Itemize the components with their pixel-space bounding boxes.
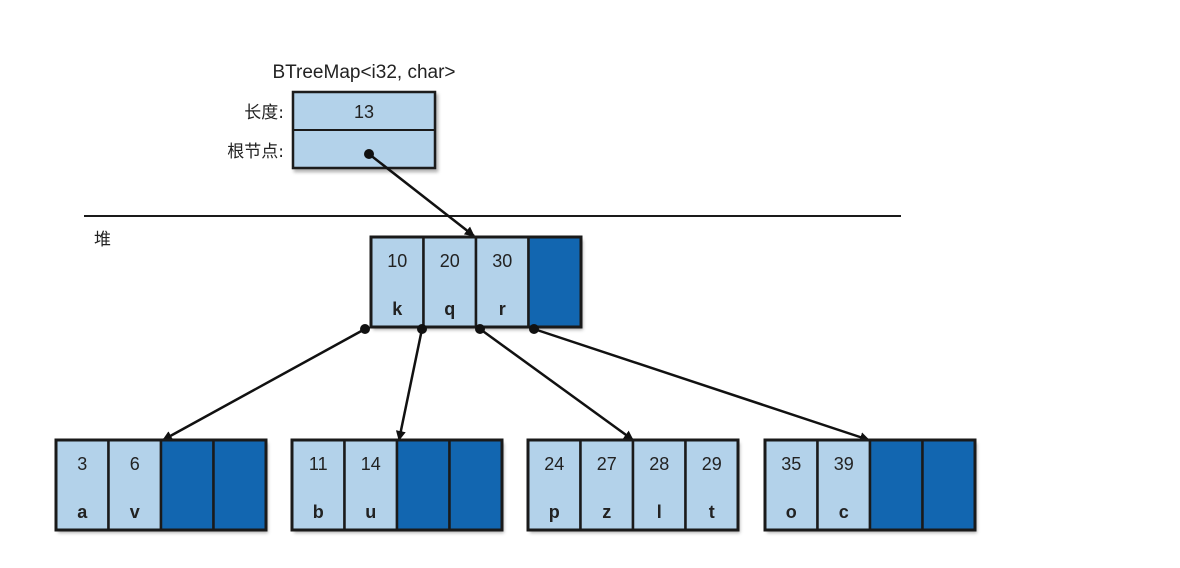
entry-value: a [77, 502, 88, 522]
leaf-nodes: 3 a 6 v 11 b 14 u 24 p 27 z 28 l 29 t 35 o 39 c [54, 438, 977, 532]
entry-value: q [444, 299, 455, 319]
leaf-node-entry-cell [763, 438, 819, 532]
leaf-node: 11 b 14 u [290, 438, 504, 532]
root-node-empty-slot [527, 235, 583, 329]
entry-value: z [602, 502, 611, 522]
length-label: 长度: [244, 103, 284, 123]
child-pointer-dot [475, 324, 485, 334]
leaf-node-border [526, 438, 740, 532]
entry-key: 6 [130, 454, 140, 474]
root-node: 10 k 20 q 30 r [369, 235, 583, 329]
leaf-node-empty-slot [448, 438, 504, 532]
entry-value: c [839, 502, 849, 522]
length-value: 13 [354, 102, 374, 122]
entry-key: 28 [649, 454, 669, 474]
entry-value: r [499, 299, 506, 319]
entry-key: 20 [440, 251, 460, 271]
root-node-entry-cell [369, 235, 425, 329]
leaf-node-empty-slot [921, 438, 977, 532]
root-node: 10 k 20 q 30 r [369, 235, 583, 329]
child-pointer-dot [529, 324, 539, 334]
leaf-node-entry-cell [816, 438, 872, 532]
entry-key: 10 [387, 251, 407, 271]
entry-value: b [313, 502, 324, 522]
entry-value: o [786, 502, 797, 522]
entry-value: k [392, 299, 403, 319]
entry-key: 11 [309, 454, 328, 474]
child-pointer-dot [360, 324, 370, 334]
entry-key: 35 [781, 454, 801, 474]
leaf-node-empty-slot [868, 438, 924, 532]
entry-value: t [709, 502, 715, 522]
entry-key: 14 [361, 454, 381, 474]
leaf-node-empty-slot [395, 438, 451, 532]
btreemap-struct: 长度: 13 根节点: [227, 90, 437, 170]
child-pointer-arrow [395, 328, 424, 441]
diagram-title: BTreeMap<i32, char> [272, 62, 455, 83]
heap-label: 堆 [94, 230, 111, 250]
child-pointer-arrow [162, 327, 366, 442]
leaf-node-empty-slot [212, 438, 268, 532]
entry-key: 29 [702, 454, 722, 474]
root-label: 根节点: [227, 142, 284, 162]
entry-key: 24 [544, 454, 564, 474]
entry-key: 39 [834, 454, 854, 474]
entry-value: v [130, 502, 140, 522]
entry-key: 27 [597, 454, 617, 474]
child-pointer-dot [417, 324, 427, 334]
child-pointer-arrow [533, 327, 870, 442]
entry-value: p [549, 502, 560, 522]
leaf-node: 35 o 39 c [763, 438, 977, 532]
leaf-node-border [290, 438, 504, 532]
child-pointers [162, 324, 870, 442]
entry-key: 3 [77, 454, 87, 474]
leaf-node-border [54, 438, 268, 532]
entry-value: u [365, 502, 376, 522]
entry-value: l [657, 502, 662, 522]
root-pointer-arrow [368, 153, 475, 237]
leaf-node-border [763, 438, 977, 532]
leaf-node: 3 a 6 v [54, 438, 268, 532]
child-pointer-arrow [479, 327, 634, 442]
entry-key: 30 [492, 251, 512, 271]
leaf-node-empty-slot [159, 438, 215, 532]
leaf-node: 24 p 27 z 28 l 29 t [526, 438, 740, 532]
